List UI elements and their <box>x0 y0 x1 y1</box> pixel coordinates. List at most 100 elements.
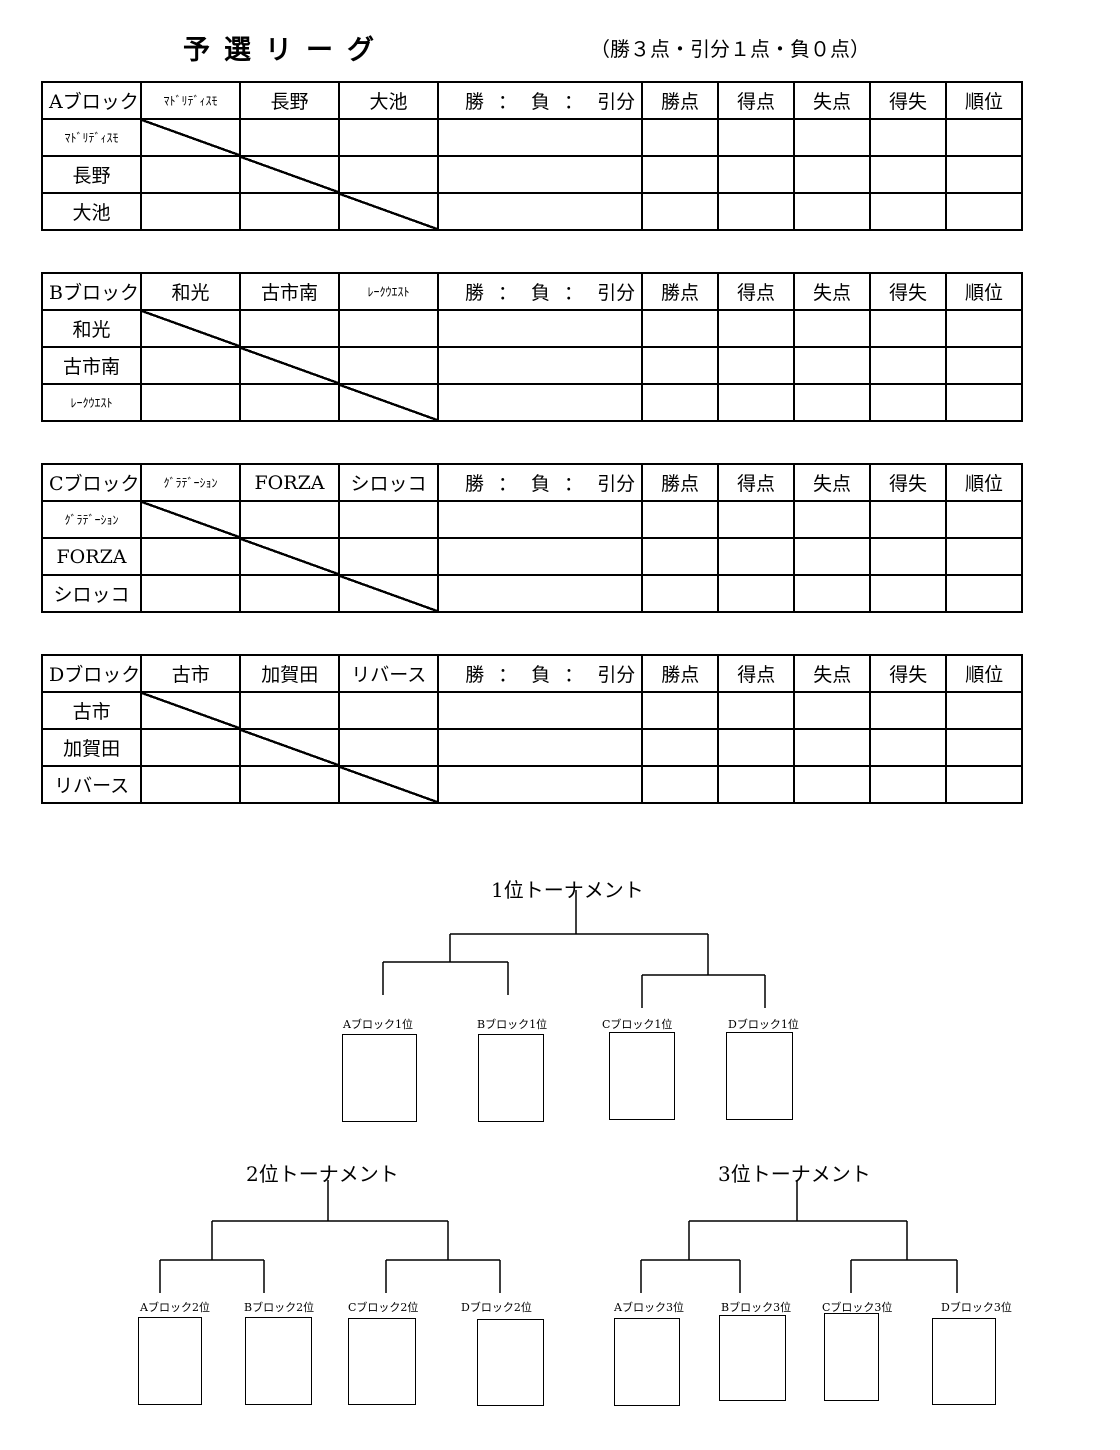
goals-for-cell[interactable] <box>717 537 795 576</box>
first-slot-box-a[interactable] <box>342 1034 417 1122</box>
match-result-cell[interactable] <box>338 155 439 194</box>
goals-for-cell[interactable] <box>717 383 795 422</box>
match-result-cell[interactable] <box>140 155 241 194</box>
first-slot-box-c[interactable] <box>609 1032 675 1120</box>
rank-cell[interactable] <box>945 192 1023 231</box>
match-result-cell[interactable] <box>239 383 340 422</box>
goal-diff-cell[interactable] <box>869 500 947 539</box>
match-result-cell[interactable] <box>239 118 340 157</box>
rank-cell[interactable] <box>945 155 1023 194</box>
match-result-cell[interactable] <box>140 765 242 804</box>
rank-cell[interactable] <box>945 500 1023 539</box>
goals-against-cell[interactable] <box>793 728 872 767</box>
rank-cell[interactable] <box>945 118 1023 157</box>
rank-cell[interactable] <box>945 346 1023 385</box>
points-cell[interactable] <box>641 691 720 730</box>
goals-against-cell[interactable] <box>793 765 872 804</box>
goals-against-cell[interactable] <box>793 691 872 730</box>
rank-cell[interactable] <box>945 691 1024 730</box>
goals-for-cell[interactable] <box>717 728 796 767</box>
win-loss-draw-cell[interactable] <box>437 192 643 231</box>
match-result-cell[interactable] <box>140 728 242 767</box>
points-cell[interactable] <box>641 383 719 422</box>
points-cell[interactable] <box>641 155 719 194</box>
match-result-cell[interactable] <box>239 765 341 804</box>
win-loss-draw-cell[interactable] <box>437 309 643 348</box>
goals-against-cell[interactable] <box>793 383 871 422</box>
win-loss-draw-cell[interactable] <box>437 500 643 539</box>
goal-diff-cell[interactable] <box>869 728 948 767</box>
rank-cell[interactable] <box>945 765 1024 804</box>
match-result-cell[interactable] <box>140 346 241 385</box>
rank-cell[interactable] <box>945 383 1023 422</box>
goal-diff-cell[interactable] <box>869 346 947 385</box>
second-slot-box-d[interactable] <box>477 1319 544 1406</box>
goals-for-cell[interactable] <box>717 765 796 804</box>
goals-for-cell[interactable] <box>717 118 795 157</box>
match-result-cell[interactable] <box>239 309 340 348</box>
points-cell[interactable] <box>641 118 719 157</box>
match-result-cell[interactable] <box>338 346 439 385</box>
match-result-cell[interactable] <box>140 574 241 613</box>
match-result-cell[interactable] <box>239 691 341 730</box>
goals-against-cell[interactable] <box>793 574 871 613</box>
third-slot-box-b[interactable] <box>719 1315 786 1401</box>
goals-against-cell[interactable] <box>793 155 871 194</box>
match-result-cell[interactable] <box>140 383 241 422</box>
match-result-cell[interactable] <box>338 728 440 767</box>
win-loss-draw-cell[interactable] <box>437 383 643 422</box>
rank-cell[interactable] <box>945 728 1024 767</box>
win-loss-draw-cell[interactable] <box>437 155 643 194</box>
third-slot-box-d[interactable] <box>932 1318 996 1405</box>
goals-against-cell[interactable] <box>793 537 871 576</box>
goals-for-cell[interactable] <box>717 309 795 348</box>
points-cell[interactable] <box>641 728 720 767</box>
points-cell[interactable] <box>641 192 719 231</box>
goal-diff-cell[interactable] <box>869 118 947 157</box>
match-result-cell[interactable] <box>140 537 241 576</box>
points-cell[interactable] <box>641 346 719 385</box>
win-loss-draw-cell[interactable] <box>437 728 644 767</box>
goals-for-cell[interactable] <box>717 500 795 539</box>
points-cell[interactable] <box>641 500 719 539</box>
win-loss-draw-cell[interactable] <box>437 537 643 576</box>
goals-against-cell[interactable] <box>793 118 871 157</box>
second-slot-box-b[interactable] <box>245 1317 312 1405</box>
win-loss-draw-cell[interactable] <box>437 346 643 385</box>
third-slot-box-a[interactable] <box>614 1318 680 1406</box>
points-cell[interactable] <box>641 574 719 613</box>
goal-diff-cell[interactable] <box>869 383 947 422</box>
match-result-cell[interactable] <box>239 500 340 539</box>
match-result-cell[interactable] <box>338 118 439 157</box>
win-loss-draw-cell[interactable] <box>437 765 644 804</box>
goal-diff-cell[interactable] <box>869 309 947 348</box>
rank-cell[interactable] <box>945 574 1023 613</box>
goals-against-cell[interactable] <box>793 192 871 231</box>
goals-for-cell[interactable] <box>717 346 795 385</box>
goal-diff-cell[interactable] <box>869 765 948 804</box>
rank-cell[interactable] <box>945 537 1023 576</box>
third-slot-box-c[interactable] <box>824 1313 879 1401</box>
match-result-cell[interactable] <box>239 574 340 613</box>
goal-diff-cell[interactable] <box>869 691 948 730</box>
match-result-cell[interactable] <box>140 192 241 231</box>
goal-diff-cell[interactable] <box>869 574 947 613</box>
goal-diff-cell[interactable] <box>869 192 947 231</box>
points-cell[interactable] <box>641 537 719 576</box>
match-result-cell[interactable] <box>338 537 439 576</box>
goals-against-cell[interactable] <box>793 500 871 539</box>
goals-for-cell[interactable] <box>717 155 795 194</box>
rank-cell[interactable] <box>945 309 1023 348</box>
first-slot-box-b[interactable] <box>478 1034 544 1122</box>
goals-for-cell[interactable] <box>717 574 795 613</box>
goals-for-cell[interactable] <box>717 691 796 730</box>
points-cell[interactable] <box>641 309 719 348</box>
goals-for-cell[interactable] <box>717 192 795 231</box>
match-result-cell[interactable] <box>338 691 440 730</box>
goal-diff-cell[interactable] <box>869 155 947 194</box>
win-loss-draw-cell[interactable] <box>437 691 644 730</box>
second-slot-box-c[interactable] <box>348 1318 416 1405</box>
win-loss-draw-cell[interactable] <box>437 574 643 613</box>
match-result-cell[interactable] <box>239 192 340 231</box>
points-cell[interactable] <box>641 765 720 804</box>
